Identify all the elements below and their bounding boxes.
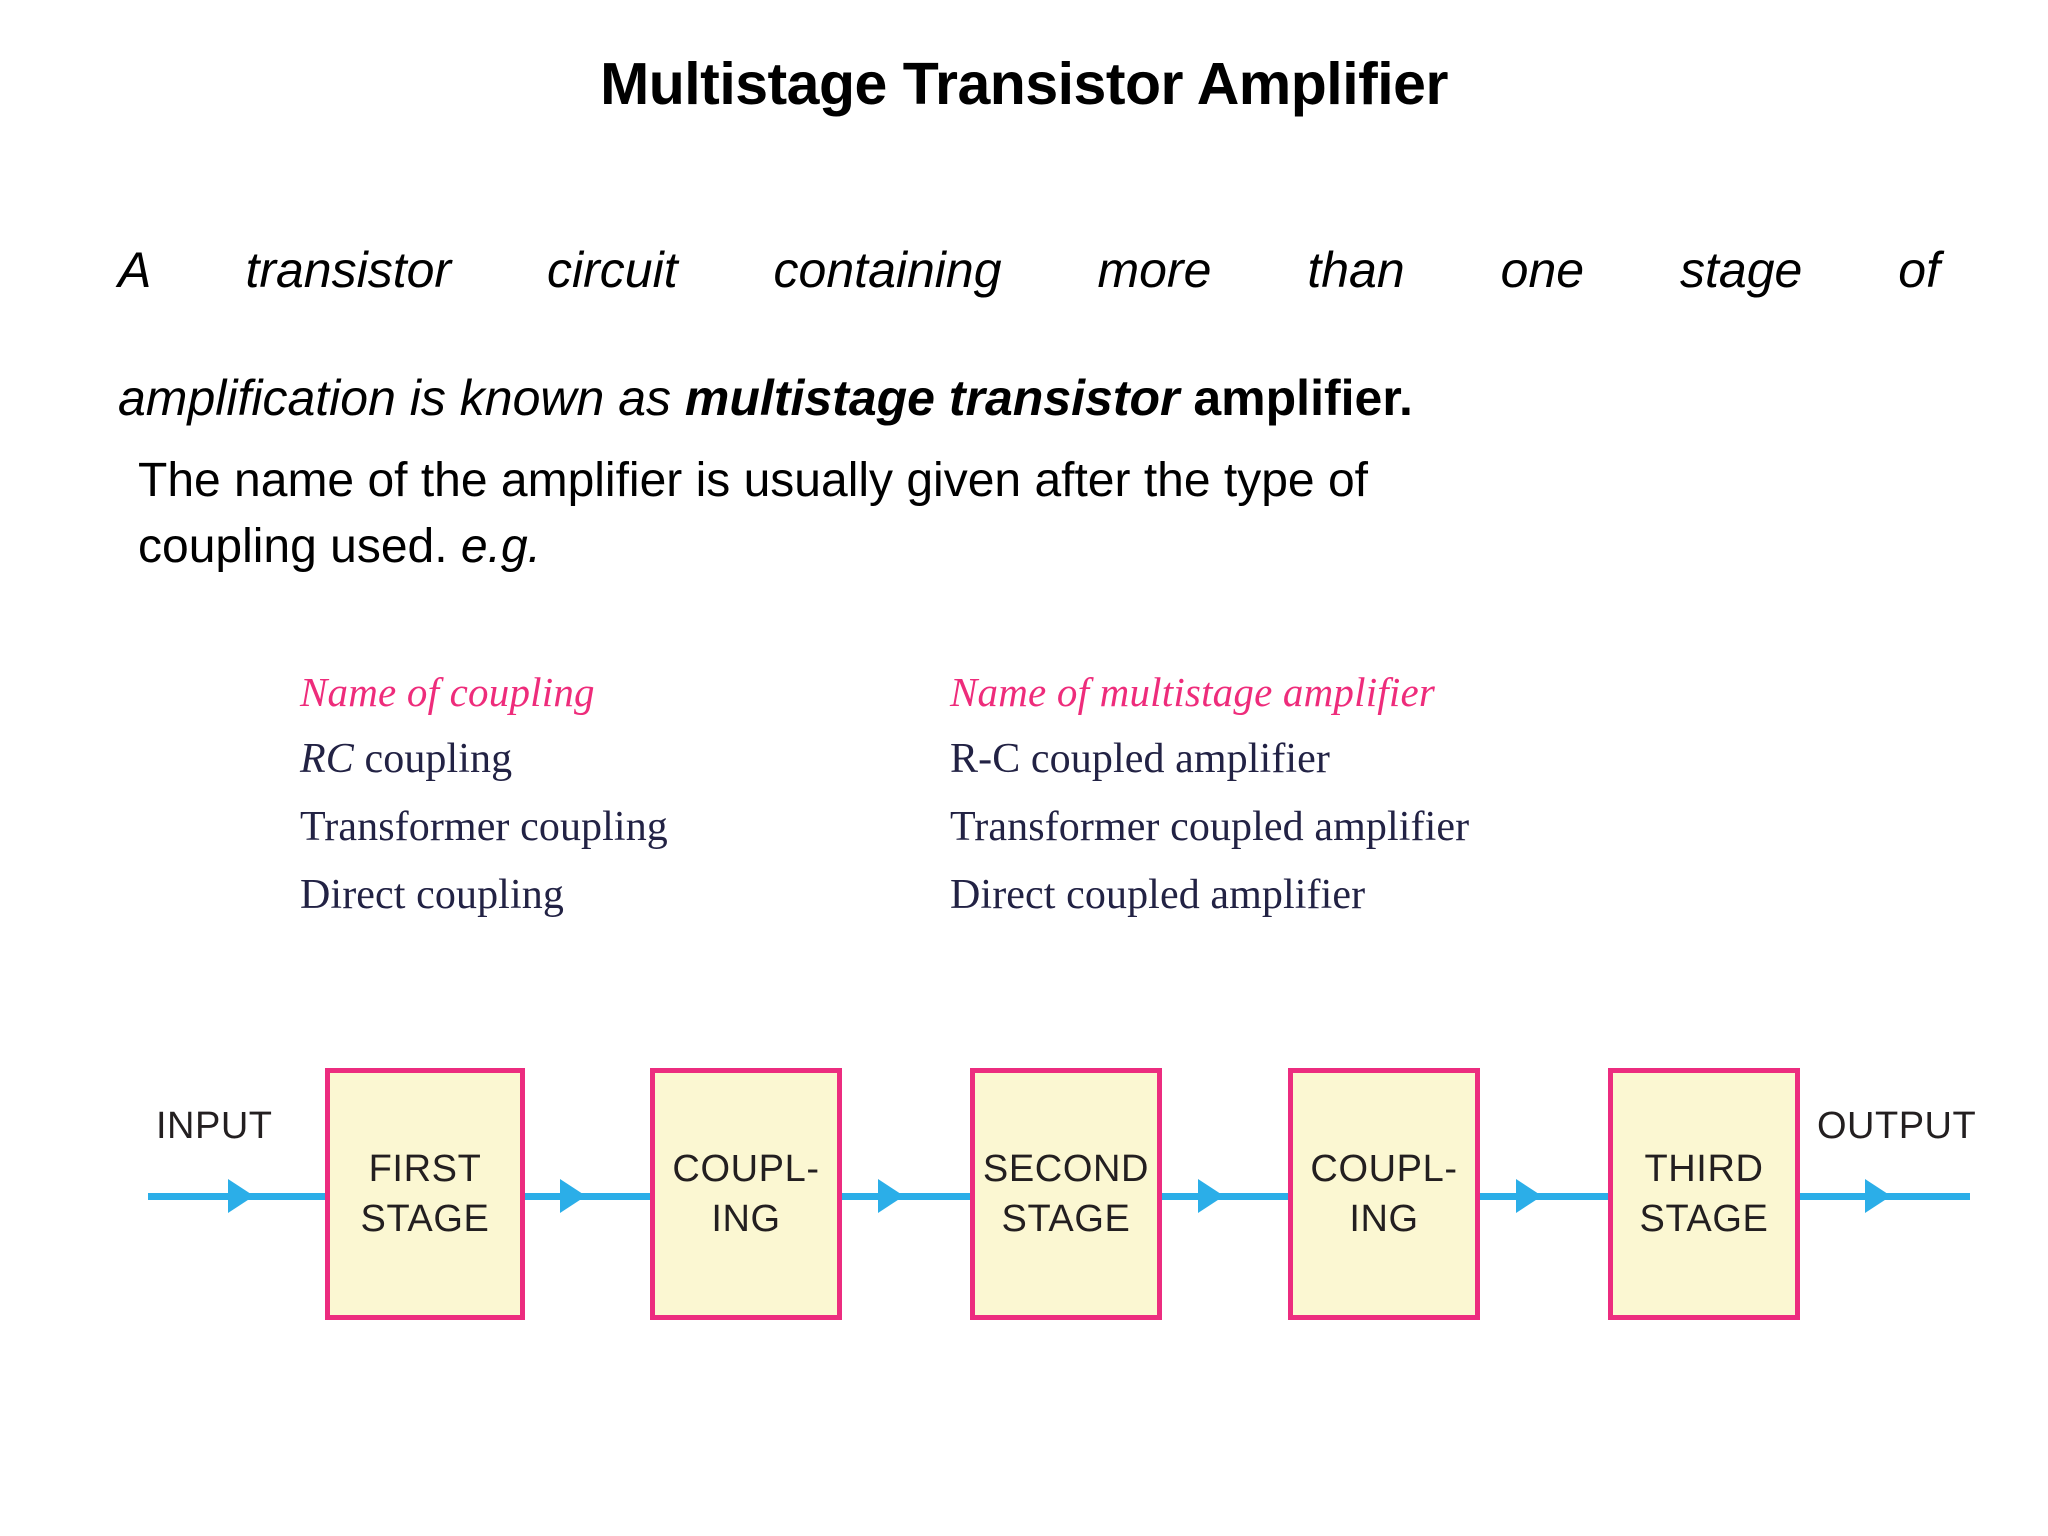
block-coupling-1[interactable]: COUPL- ING — [650, 1068, 842, 1320]
arrowhead-icon — [560, 1179, 586, 1213]
coupling-name-cell: RC coupling — [300, 738, 950, 806]
definition-emphasis-bold: amplifier. — [1179, 370, 1413, 426]
amplifier-name-cell: Transformer coupled amplifier — [950, 804, 1470, 850]
block-coupling-2[interactable]: COUPL- ING — [1288, 1068, 1480, 1320]
paragraph-definition: A transistor circuit containing more tha… — [118, 238, 1940, 430]
block-label-line1: SECOND — [982, 1147, 1150, 1190]
amplifier-name-cell: R-C coupled amplifier — [950, 736, 1330, 782]
definition-line2-prefix: amplification is known as — [118, 370, 685, 426]
table-header-row: Name of coupling Name of multistage ampl… — [300, 672, 1600, 738]
block-second-stage[interactable]: SECOND STAGE — [970, 1068, 1162, 1320]
table-row: Direct coupling Direct coupled amplifier — [300, 874, 1600, 942]
block-label-line2: STAGE — [1001, 1198, 1131, 1240]
table-row: Transformer coupling Transformer coupled… — [300, 806, 1600, 874]
table-header-name-of-amplifier: Name of multistage amplifier — [950, 669, 1436, 715]
paragraph-naming: The name of the amplifier is usually giv… — [138, 448, 1898, 580]
arrowhead-icon — [228, 1179, 254, 1213]
coupling-name-rest: coupling — [353, 736, 513, 782]
wire-1 — [523, 1193, 653, 1200]
coupling-name-rest: Direct coupling — [300, 872, 564, 918]
block-label-line2: STAGE — [360, 1198, 490, 1240]
arrowhead-icon — [878, 1179, 904, 1213]
block-label-line2: ING — [711, 1198, 781, 1240]
wire-4 — [1478, 1193, 1610, 1200]
coupling-name-rest: Transformer coupling — [300, 804, 668, 850]
definition-emphasis-bold-italic: multistage transistor — [684, 370, 1180, 426]
arrowhead-icon — [1516, 1179, 1542, 1213]
block-third-stage[interactable]: THIRD STAGE — [1608, 1068, 1800, 1320]
input-label: INPUT — [156, 1105, 273, 1147]
block-label-line2: ING — [1349, 1198, 1419, 1240]
block-label-line1: THIRD — [1644, 1147, 1764, 1190]
block-label-line1: COUPL- — [1310, 1147, 1458, 1190]
coupling-names-table: Name of coupling Name of multistage ampl… — [300, 672, 1600, 942]
paragraph-definition-line1: A transistor circuit containing more tha… — [118, 242, 1940, 298]
block-first-stage[interactable]: FIRST STAGE — [325, 1068, 525, 1320]
output-label: OUTPUT — [1817, 1105, 1977, 1147]
coupling-name-emphasis: RC — [300, 736, 354, 782]
block-label-line2: STAGE — [1639, 1198, 1769, 1240]
paragraph-naming-line1: The name of the amplifier is usually giv… — [138, 454, 1368, 507]
paragraph-naming-line2-prefix: coupling used. — [138, 520, 461, 574]
amplifier-name-cell: Direct coupled amplifier — [950, 872, 1366, 918]
block-label-line1: COUPL- — [672, 1147, 820, 1190]
wire-3 — [1160, 1193, 1292, 1200]
table-row: RC coupling R-C coupled amplifier — [300, 738, 1600, 806]
coupling-name-cell: Transformer coupling — [300, 806, 950, 874]
coupling-name-cell: Direct coupling — [300, 874, 950, 942]
paragraph-definition-line2: amplification is known as multistage tra… — [118, 366, 1940, 430]
arrowhead-icon — [1198, 1179, 1224, 1213]
page-title: Multistage Transistor Amplifier — [600, 51, 1448, 117]
block-label-line1: FIRST — [368, 1147, 482, 1190]
wire-2 — [840, 1193, 972, 1200]
paragraph-naming-eg: e.g. — [460, 520, 541, 574]
arrowhead-icon — [1865, 1179, 1891, 1213]
table-header-name-of-coupling: Name of coupling — [300, 669, 595, 715]
